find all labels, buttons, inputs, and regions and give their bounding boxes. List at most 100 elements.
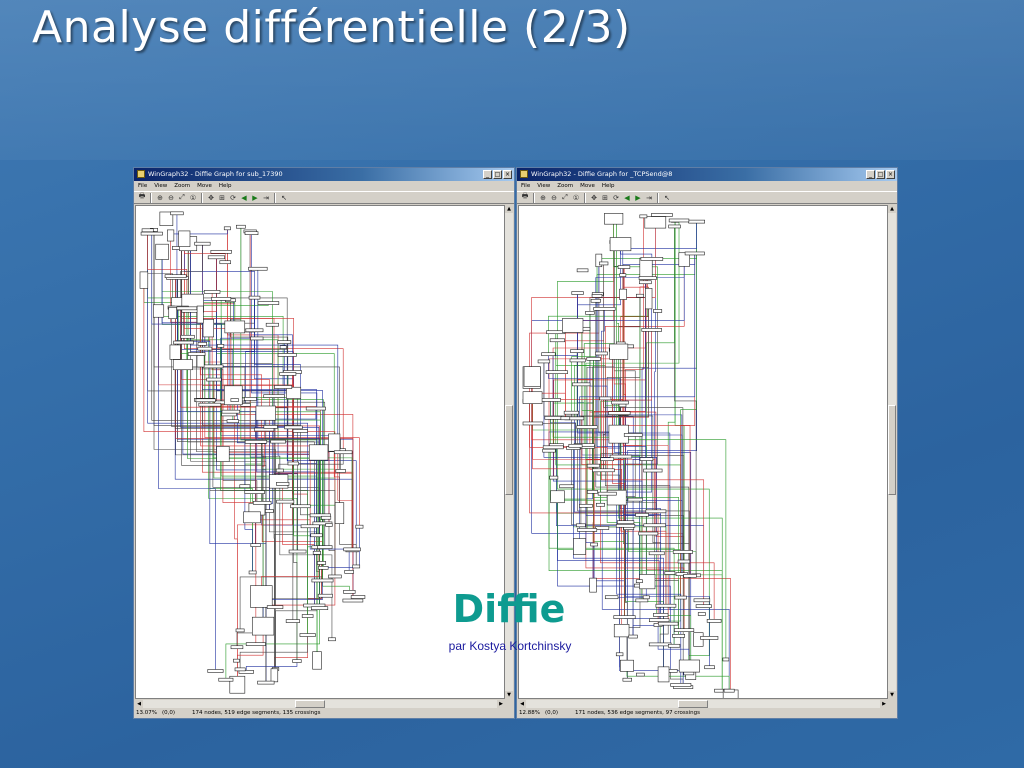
scroll-right-arrow-icon[interactable]: ▶ (880, 700, 888, 708)
minimize-button[interactable]: _ (866, 170, 875, 179)
graph-node[interactable] (620, 659, 634, 672)
graph-node[interactable] (321, 515, 332, 520)
print-icon[interactable]: 🖶 (521, 192, 529, 200)
window-title-bar[interactable]: WinGraph32 - Diffie Graph for sub_17390 … (134, 168, 514, 181)
graph-node[interactable] (170, 211, 184, 216)
graph-node[interactable] (317, 545, 333, 549)
graph-node[interactable] (176, 306, 198, 311)
graph-node[interactable] (284, 425, 303, 430)
graph-node[interactable] (257, 680, 275, 685)
graph-node[interactable] (197, 342, 207, 346)
graph-node[interactable] (269, 474, 289, 489)
graph-node[interactable] (568, 443, 583, 448)
graph-node[interactable] (645, 509, 667, 514)
graph-node[interactable] (301, 614, 314, 618)
close-button[interactable]: × (503, 170, 512, 179)
graph-node[interactable] (684, 251, 705, 256)
graph-node[interactable] (560, 416, 571, 421)
graph-node[interactable] (239, 484, 251, 489)
graph-node[interactable] (576, 268, 589, 273)
graph-node[interactable] (688, 219, 705, 224)
graph-node[interactable] (275, 468, 284, 473)
graph-node[interactable] (230, 645, 244, 650)
menu-view[interactable]: View (537, 183, 551, 189)
graph-node[interactable] (619, 288, 627, 300)
vertical-scrollbar[interactable]: ▲ ▼ (505, 205, 513, 699)
graph-node[interactable] (549, 338, 565, 343)
graph-node[interactable] (299, 633, 316, 637)
graph-node[interactable] (266, 605, 284, 609)
graph-node[interactable] (635, 513, 649, 517)
move-icon[interactable]: ✥ (591, 193, 597, 202)
graph-node[interactable] (141, 228, 154, 233)
graph-node[interactable] (312, 550, 321, 555)
menu-file[interactable]: File (521, 183, 531, 189)
menu-file[interactable]: File (138, 183, 148, 189)
graph-node[interactable] (644, 216, 667, 229)
graph-node[interactable] (334, 450, 353, 455)
graph-node[interactable] (311, 578, 334, 583)
graph-node[interactable] (563, 410, 580, 415)
graph-node[interactable] (599, 261, 609, 266)
graph-node[interactable] (653, 309, 663, 313)
graph-node[interactable] (593, 307, 616, 311)
graph-node[interactable] (287, 461, 299, 466)
graph-node[interactable] (196, 305, 204, 324)
graph-node[interactable] (234, 667, 246, 672)
horizontal-scrollbar[interactable]: ◀ ▶ (135, 700, 505, 708)
menu-help[interactable]: Help (218, 183, 232, 189)
graph-node[interactable] (635, 598, 649, 603)
maximize-button[interactable]: □ (876, 170, 885, 179)
graph-node[interactable] (609, 454, 633, 459)
graph-node[interactable] (573, 538, 586, 555)
graph-node[interactable] (664, 571, 676, 575)
minimize-button[interactable]: _ (483, 170, 492, 179)
graph-node[interactable] (308, 444, 329, 461)
menu-view[interactable]: View (154, 183, 168, 189)
graph-node[interactable] (674, 595, 687, 600)
graph-node[interactable] (642, 595, 650, 600)
graph-node[interactable] (619, 273, 627, 277)
graph-node[interactable] (207, 255, 225, 260)
graph-node[interactable] (622, 677, 632, 682)
zoom-out-icon[interactable]: ⊖ (551, 193, 557, 202)
graph-node[interactable] (585, 311, 595, 315)
menu-help[interactable]: Help (601, 183, 615, 189)
graph-node[interactable] (641, 328, 662, 332)
graph-node[interactable] (635, 579, 643, 583)
graph-node[interactable] (343, 547, 361, 552)
graph-node[interactable] (195, 398, 216, 403)
graph-node[interactable] (613, 624, 630, 638)
graph-node[interactable] (325, 523, 333, 527)
graph-node[interactable] (670, 683, 692, 687)
scroll-down-arrow-icon[interactable]: ▼ (888, 691, 896, 699)
graph-node[interactable] (236, 224, 246, 229)
graph-node[interactable] (611, 400, 629, 405)
graph-node[interactable] (286, 386, 302, 399)
graph-node[interactable] (562, 318, 584, 333)
graph-node[interactable] (217, 344, 225, 348)
graph-node[interactable] (668, 218, 690, 223)
menu-move[interactable]: Move (197, 183, 212, 189)
graph-node[interactable] (334, 502, 345, 524)
graph-node[interactable] (194, 241, 211, 246)
scroll-left-arrow-icon[interactable]: ◀ (518, 700, 526, 708)
graph-node[interactable] (265, 509, 274, 513)
export-icon[interactable]: ⇥ (263, 193, 269, 202)
graph-node[interactable] (722, 657, 730, 662)
graph-node[interactable] (623, 433, 643, 437)
graph-node[interactable] (221, 409, 240, 414)
graph-node[interactable] (697, 612, 706, 616)
graph-node[interactable] (196, 355, 205, 368)
graph-node[interactable] (223, 226, 231, 231)
graph-node[interactable] (292, 429, 308, 433)
graph-node[interactable] (579, 503, 593, 508)
graph-node[interactable] (292, 659, 302, 663)
scroll-right-arrow-icon[interactable]: ▶ (497, 700, 505, 708)
graph-node[interactable] (355, 524, 364, 529)
graph-node[interactable] (218, 677, 234, 682)
graph-node[interactable] (328, 637, 336, 642)
horizontal-scrollbar[interactable]: ◀ ▶ (518, 700, 888, 708)
graph-node[interactable] (172, 359, 193, 371)
graph-node[interactable] (352, 564, 361, 569)
